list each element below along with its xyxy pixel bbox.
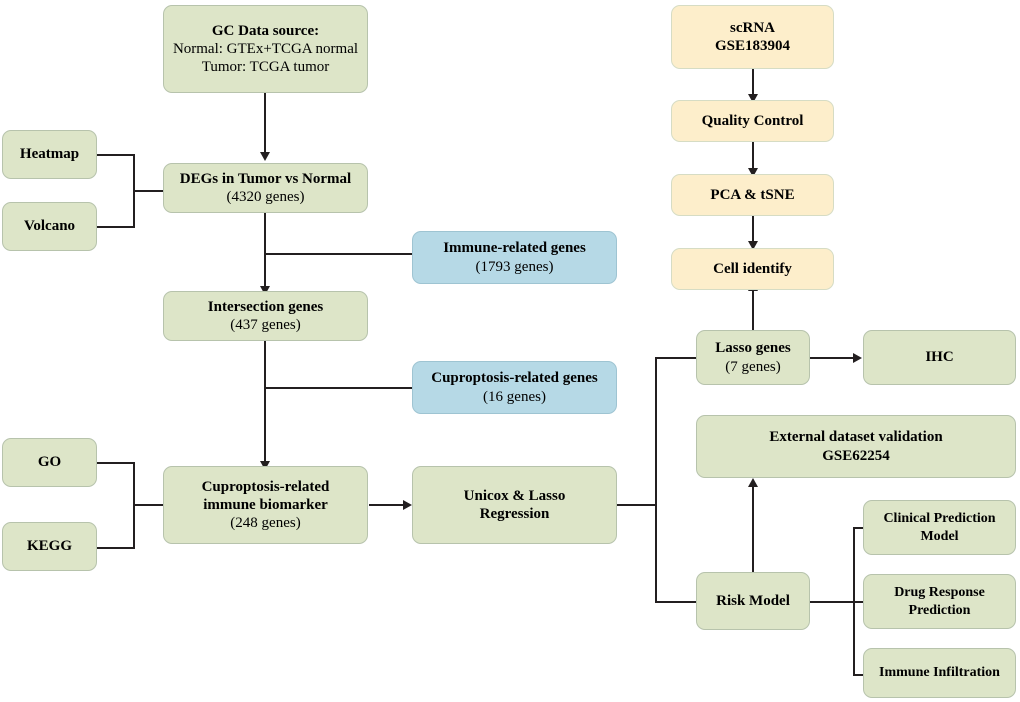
node-intersection-genes-line2: (437 genes) xyxy=(230,317,301,333)
node-risk-model-label: Risk Model xyxy=(716,592,790,609)
connector-kegg-stub xyxy=(97,547,135,549)
node-clinical-prediction-model[interactable]: Clinical Prediction Model xyxy=(863,500,1016,555)
node-volcano[interactable]: Volcano xyxy=(2,202,97,251)
arrowhead-biomarker-to-unicox xyxy=(403,500,412,510)
connector-intersection-to-biomarker xyxy=(264,340,266,465)
node-degs-line2: (4320 genes) xyxy=(226,189,305,205)
arrowhead-degs-to-intersection xyxy=(260,286,270,295)
connector-lassogenes-to-cellidentify xyxy=(752,290,754,330)
node-immune-related-genes[interactable]: Immune-related genes (1793 genes) xyxy=(412,231,617,284)
node-immune-related-genes-line2: (1793 genes) xyxy=(475,258,554,275)
node-degs[interactable]: DEGs in Tumor vs Normal (4320 genes) xyxy=(163,163,368,213)
node-cuproptosis-related-genes-line2: (16 genes) xyxy=(483,388,546,405)
node-drug-response-prediction[interactable]: Drug Response Prediction xyxy=(863,574,1016,629)
node-cuproptosis-related-genes[interactable]: Cuproptosis-related genes (16 genes) xyxy=(412,361,617,414)
node-quality-control[interactable]: Quality Control xyxy=(671,100,834,142)
node-cell-identify-label: Cell identify xyxy=(713,260,792,277)
connector-cuproptosis-genes-to-merge xyxy=(264,387,414,389)
node-scrna-line2: GSE183904 xyxy=(714,38,790,54)
arrowhead-pca-to-cellidentify xyxy=(748,241,758,250)
node-lasso-genes-line1: Lasso genes xyxy=(715,340,791,357)
node-unicox-lasso-regression[interactable]: Unicox & Lasso Regression xyxy=(412,466,617,544)
connector-bus-to-lasso-genes xyxy=(655,357,697,359)
node-cuproptosis-immune-biomarker-line2: immune biomarker xyxy=(203,496,328,513)
node-pca-tsne-label: PCA & tSNE xyxy=(710,186,795,203)
node-kegg-label: KEGG xyxy=(26,538,72,555)
node-lasso-genes[interactable]: Lasso genes (7 genes) xyxy=(696,330,810,385)
node-go[interactable]: GO xyxy=(2,438,97,487)
node-gc-data-source-line3: Tumor: TCGA tumor xyxy=(201,59,330,76)
node-go-label: GO xyxy=(37,454,62,471)
connector-unicox-to-bus xyxy=(617,504,657,506)
arrowhead-scrna-to-qc xyxy=(748,94,758,103)
node-intersection-genes[interactable]: Intersection genes (437 genes) xyxy=(163,291,368,341)
arrowhead-qc-to-pca xyxy=(748,168,758,177)
node-heatmap[interactable]: Heatmap xyxy=(2,130,97,179)
connector-scrna-to-qc xyxy=(752,69,754,98)
node-gc-data-source-line1: GC Data source: xyxy=(211,22,320,39)
node-drug-response-line1: Drug Response xyxy=(894,585,985,601)
connector-datasource-to-degs xyxy=(264,93,266,155)
node-cell-identify[interactable]: Cell identify xyxy=(671,248,834,290)
node-quality-control-label: Quality Control xyxy=(701,112,804,129)
connector-riskmodel-to-outcome-bracket xyxy=(810,601,855,603)
node-pca-tsne[interactable]: PCA & tSNE xyxy=(671,174,834,216)
node-degs-line1: DEGs in Tumor vs Normal xyxy=(179,170,352,187)
arrowhead-intersection-to-biomarker xyxy=(260,461,270,470)
connector-bracket-to-clinical xyxy=(853,527,865,529)
connector-go-stub xyxy=(97,462,135,464)
connector-immune-genes-to-merge xyxy=(264,253,414,255)
connector-degs-to-intersection xyxy=(264,212,266,290)
node-unicox-lasso-line1: Unicox & Lasso xyxy=(463,487,566,504)
node-cuproptosis-related-genes-line1: Cuproptosis-related genes xyxy=(431,370,598,387)
connector-volcano-stub xyxy=(97,226,135,228)
node-gc-data-source[interactable]: GC Data source: Normal: GTEx+TCGA normal… xyxy=(163,5,368,93)
node-unicox-lasso-line2: Regression xyxy=(479,506,550,522)
node-kegg[interactable]: KEGG xyxy=(2,522,97,571)
node-immune-infiltration-label: Immune Infiltration xyxy=(879,665,1000,681)
connector-bracket-to-degs xyxy=(133,190,165,192)
node-external-validation-line1: External dataset validation xyxy=(769,429,943,446)
connector-bracket-to-drug xyxy=(853,601,865,603)
node-scrna-line1: scRNA xyxy=(730,19,775,36)
node-external-dataset-validation[interactable]: External dataset validation GSE62254 xyxy=(696,415,1016,478)
node-external-validation-line2: GSE62254 xyxy=(822,447,890,464)
node-immune-related-genes-line1: Immune-related genes xyxy=(443,240,586,257)
connector-qc-to-pca xyxy=(752,142,754,172)
node-volcano-label: Volcano xyxy=(23,218,76,235)
connector-heatmap-stub xyxy=(97,154,135,156)
arrowhead-lassogenes-to-ihc xyxy=(853,353,862,363)
node-cuproptosis-immune-biomarker[interactable]: Cuproptosis-related immune biomarker (24… xyxy=(163,466,368,544)
node-cuproptosis-immune-biomarker-line1: Cuproptosis-related xyxy=(201,478,330,495)
node-risk-model[interactable]: Risk Model xyxy=(696,572,810,630)
arrowhead-riskmodel-to-validation xyxy=(748,478,758,487)
arrowhead-datasource-to-degs xyxy=(260,152,270,161)
node-ihc-label: IHC xyxy=(925,349,954,366)
node-lasso-genes-line2: (7 genes) xyxy=(725,358,781,375)
connector-bracket-to-biomarker xyxy=(133,504,165,506)
node-gc-data-source-line2: Normal: GTEx+TCGA normal xyxy=(172,40,359,57)
connector-pca-to-cellidentify xyxy=(752,216,754,245)
node-clinical-prediction-line1: Clinical Prediction xyxy=(883,511,996,527)
connector-bus-to-risk-model xyxy=(655,601,697,603)
connector-lassogenes-to-ihc xyxy=(810,357,855,359)
node-intersection-genes-line1: Intersection genes xyxy=(207,298,324,315)
connector-bracket-to-immune-infiltration xyxy=(853,674,865,676)
connector-vertical-bus xyxy=(655,358,657,603)
node-heatmap-label: Heatmap xyxy=(19,146,80,163)
connector-biomarker-to-unicox xyxy=(369,504,404,506)
node-immune-infiltration[interactable]: Immune Infiltration xyxy=(863,648,1016,698)
node-clinical-prediction-line2: Model xyxy=(920,528,959,544)
node-cuproptosis-immune-biomarker-line3: (248 genes) xyxy=(230,515,301,532)
node-ihc[interactable]: IHC xyxy=(863,330,1016,385)
node-scrna[interactable]: scRNA GSE183904 xyxy=(671,5,834,69)
node-drug-response-line2: Prediction xyxy=(908,602,971,618)
connector-riskmodel-to-validation xyxy=(752,487,754,573)
